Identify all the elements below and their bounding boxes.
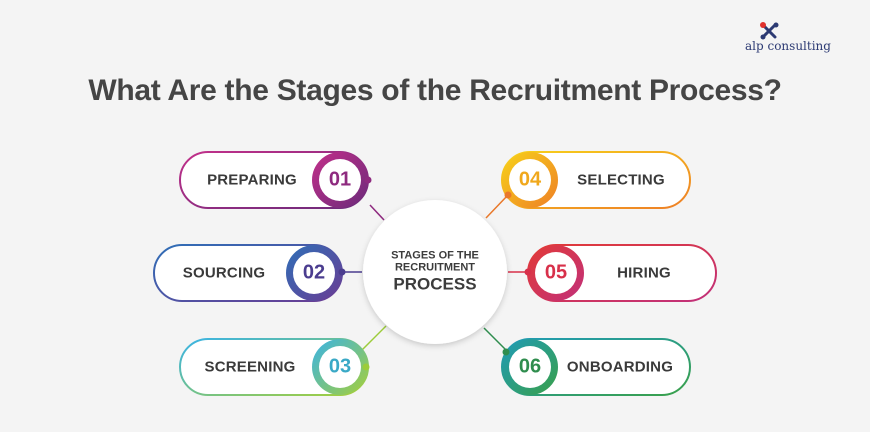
stage-label-03: SCREENING [204, 358, 296, 376]
connector-01 [369, 204, 385, 221]
connector-06 [483, 327, 509, 353]
number-ring-02 [286, 245, 342, 301]
page-title: What Are the Stages of the Recruitment P… [88, 74, 782, 107]
center-line-3: PROCESS [393, 274, 477, 294]
connector-03 [361, 325, 387, 351]
center-line-1: STAGES OF THE [391, 249, 479, 262]
connector-04 [485, 194, 509, 219]
stage-label-04: SELECTING [577, 171, 665, 189]
logo-mark-icon [760, 22, 779, 40]
stage-number-05: 05 [544, 261, 568, 284]
number-ring-06 [502, 339, 558, 395]
center-line-2: RECRUITMENT [394, 261, 476, 274]
center-circle [363, 200, 507, 344]
stage-number-03: 03 [328, 355, 352, 378]
number-ring-01 [312, 152, 368, 208]
stage-label-05: HIRING [617, 264, 671, 282]
brand-logo: alp consulting [741, 22, 851, 62]
stage-number-04: 04 [518, 168, 542, 191]
stage-number-02: 02 [302, 261, 326, 284]
stage-number-06: 06 [518, 355, 542, 378]
center-label: STAGES OF THE RECRUITMENT PROCESS [375, 250, 495, 295]
stage-number-01: 01 [328, 168, 352, 191]
number-ring-04 [502, 152, 558, 208]
stage-label-01: PREPARING [207, 171, 297, 189]
number-ring-03 [312, 339, 368, 395]
stage-label-06: ONBOARDING [566, 358, 674, 376]
number-ring-05 [528, 245, 584, 301]
brand-name: alp consulting [745, 39, 831, 53]
stage-label-02: SOURCING [182, 264, 266, 282]
